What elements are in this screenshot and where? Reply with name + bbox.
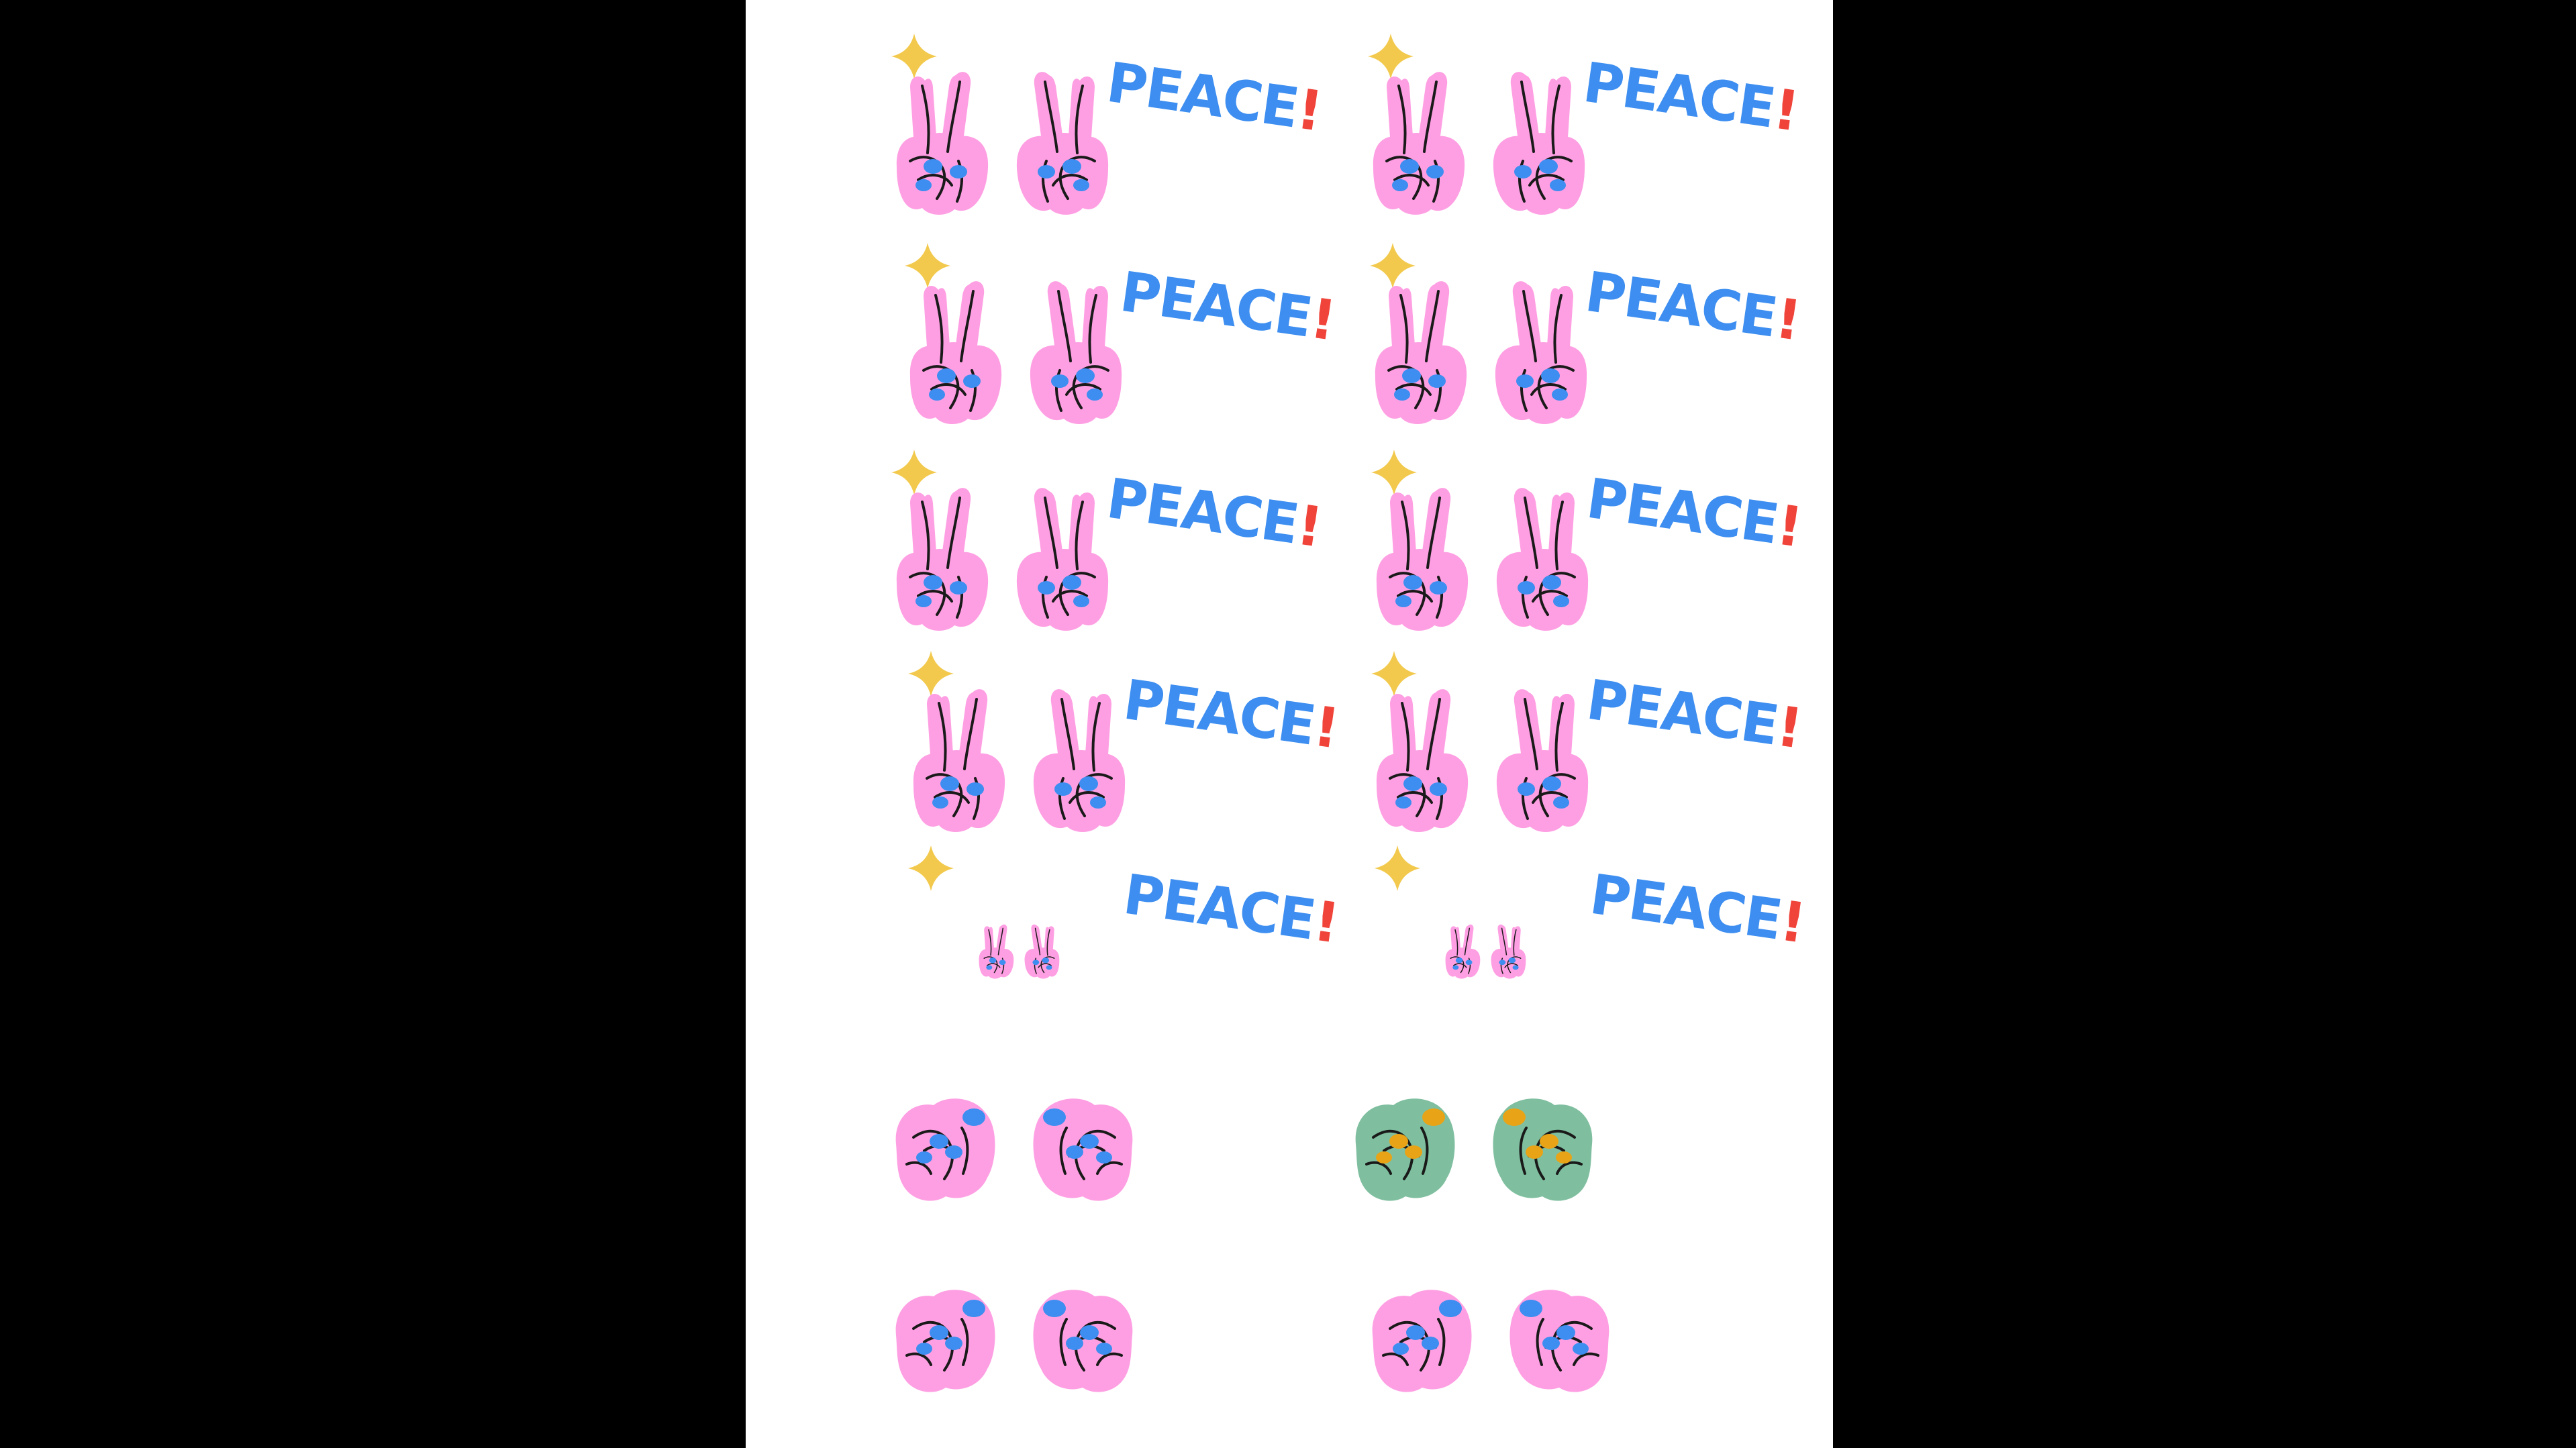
peace-label-word: PEACE (1586, 863, 1785, 953)
peace-hand-left (913, 689, 1005, 832)
peace-sticker: PEACE! (1371, 651, 1805, 832)
fist-hand-left (1372, 1290, 1472, 1392)
peace-label: PEACE! (1120, 863, 1342, 956)
fist-sticker (1355, 1098, 1593, 1201)
sparkle-icon (908, 651, 954, 696)
peace-hand-left (1375, 281, 1467, 424)
sticker-canvas: PEACE!PEACE!PEACE!PEACE!PEACE!PEACE!PEAC… (891, 34, 1808, 1392)
peace-hand-left (979, 924, 1014, 979)
peace-hand-left (896, 72, 989, 215)
fist-sticker (895, 1290, 1133, 1392)
sparkle-icon (908, 845, 954, 891)
peace-hand-left (896, 488, 989, 631)
peace-sticker: PEACE! (1368, 34, 1801, 215)
peace-hand-right (1016, 488, 1109, 631)
peace-hand-right (1030, 281, 1122, 424)
peace-hand-left (1376, 689, 1469, 832)
fist-hand-right (1033, 1290, 1133, 1392)
peace-label-word: PEACE (1103, 467, 1301, 557)
peace-label-word: PEACE (1120, 668, 1318, 758)
peace-hand-right (1496, 488, 1589, 631)
peace-sticker: PEACE! (908, 845, 1342, 979)
peace-label: PEACE! (1583, 668, 1805, 762)
peace-sticker: PEACE! (908, 651, 1342, 832)
sparkle-icon (1375, 845, 1420, 891)
peace-sticker: PEACE! (1370, 243, 1803, 424)
fist-hand-left (895, 1290, 995, 1392)
peace-hand-left (909, 281, 1002, 424)
sparkle-icon (891, 34, 937, 79)
peace-hands (909, 281, 1122, 424)
peace-hands (1376, 689, 1589, 832)
peace-hands (1373, 72, 1585, 215)
peace-hand-right (1493, 72, 1585, 215)
peace-label-word: PEACE (1579, 51, 1778, 141)
peace-sticker: PEACE! (905, 243, 1338, 424)
peace-hands (1375, 281, 1587, 424)
peace-label-word: PEACE (1120, 863, 1318, 953)
peace-hand-right (1495, 281, 1587, 424)
sparkle-icon (905, 243, 950, 289)
peace-label: PEACE! (1120, 668, 1342, 762)
sparkle-icon (1370, 243, 1416, 289)
sparkle-icon (891, 450, 937, 495)
peace-hand-left (1445, 924, 1481, 979)
sparkle-icon (1371, 651, 1417, 696)
peace-label: PEACE! (1103, 51, 1325, 144)
peace-sticker: PEACE! (891, 450, 1325, 631)
peace-hand-right (1024, 924, 1060, 979)
sticker-sheet: PEACE!PEACE!PEACE!PEACE!PEACE!PEACE!PEAC… (746, 0, 1833, 1448)
peace-hands (979, 924, 1060, 979)
peace-label: PEACE! (1579, 51, 1801, 144)
sparkle-icon (1371, 450, 1417, 495)
fist-hand-right (1033, 1098, 1133, 1201)
fist-sticker (895, 1098, 1133, 1201)
fist-hand-left (895, 1098, 995, 1201)
peace-label: PEACE! (1103, 467, 1325, 560)
peace-hands (896, 488, 1109, 631)
peace-label: PEACE! (1583, 467, 1805, 560)
peace-sticker: PEACE! (1375, 845, 1808, 979)
peace-label: PEACE! (1586, 863, 1808, 956)
peace-hand-right (1016, 72, 1109, 215)
peace-sticker: PEACE! (891, 34, 1325, 215)
peace-hands (913, 689, 1126, 832)
peace-hand-left (1373, 72, 1465, 215)
peace-label: PEACE! (1116, 260, 1338, 354)
fist-hand-left (1355, 1098, 1455, 1201)
peace-hands (896, 72, 1109, 215)
peace-hand-right (1496, 689, 1589, 832)
peace-label-word: PEACE (1116, 260, 1315, 350)
peace-hands (1376, 488, 1589, 631)
peace-hands (1445, 924, 1526, 979)
sparkle-icon (1368, 34, 1414, 79)
peace-hand-left (1376, 488, 1469, 631)
peace-label-word: PEACE (1103, 51, 1301, 141)
peace-sticker: PEACE! (1371, 450, 1805, 631)
peace-hand-right (1491, 924, 1526, 979)
peace-label-word: PEACE (1583, 668, 1781, 758)
peace-label-word: PEACE (1581, 260, 1780, 350)
peace-label-word: PEACE (1583, 467, 1781, 557)
peace-label: PEACE! (1581, 260, 1803, 354)
peace-hand-right (1033, 689, 1126, 832)
fist-hand-right (1509, 1290, 1609, 1392)
fist-hand-right (1493, 1098, 1593, 1201)
fist-sticker (1372, 1290, 1609, 1392)
